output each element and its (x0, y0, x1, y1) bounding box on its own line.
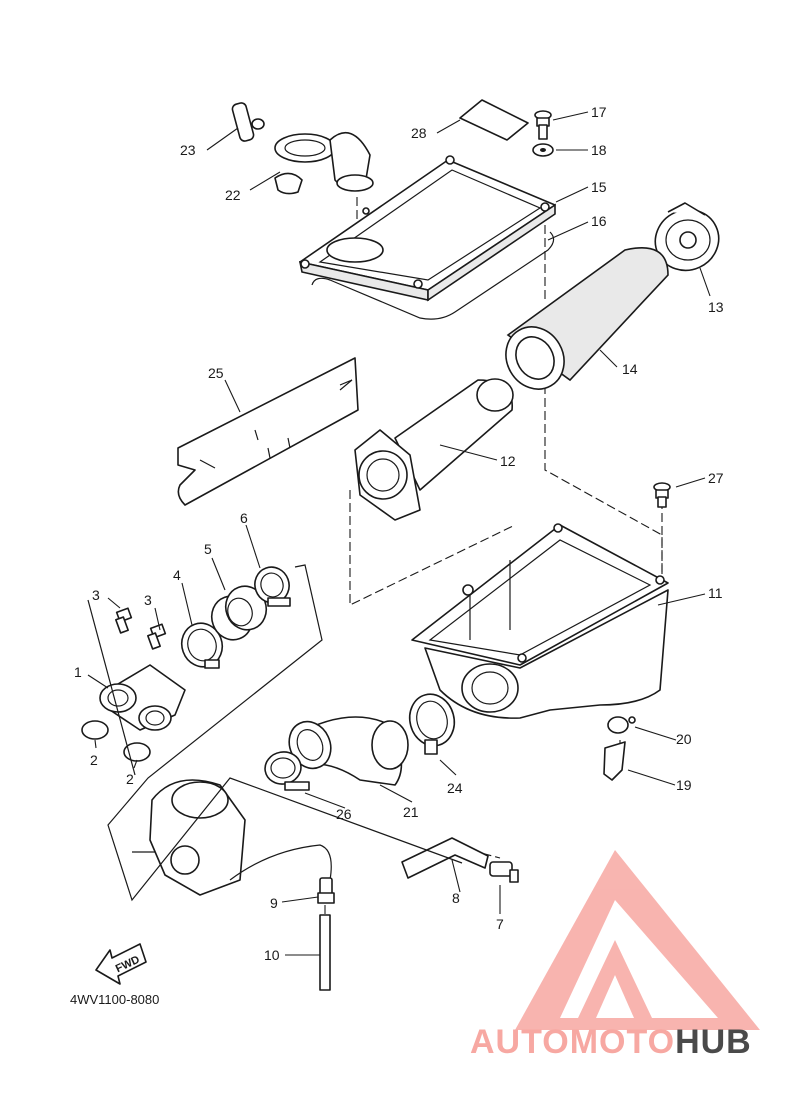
part-2-o-ring-b (123, 742, 151, 762)
assembly-outline-left (107, 564, 463, 902)
part-25-shroud-panel (177, 357, 359, 506)
part-6-hose-clamp (254, 566, 291, 607)
callout-19: 19 (676, 777, 692, 793)
callout-22: 22 (225, 187, 241, 203)
part-23-breather-fitting (231, 102, 265, 142)
part-1-intake-manifold (99, 664, 186, 731)
callout-2b: 2 (126, 771, 134, 787)
fwd-arrow: FWD (95, 943, 147, 985)
callout-18: 18 (591, 142, 607, 158)
callout-28: 28 (411, 125, 427, 141)
callout-24: 24 (447, 780, 463, 796)
callout-3b: 3 (144, 592, 152, 608)
callout-8: 8 (452, 890, 460, 906)
callout-5: 5 (204, 541, 212, 557)
watermark-logo (515, 850, 760, 1030)
part-3-bolt-a (115, 607, 133, 634)
part-20-clip (607, 716, 636, 734)
callout-25: 25 (208, 365, 224, 381)
callout-9: 9 (270, 895, 278, 911)
part-19-drain-cap (603, 741, 626, 781)
part-3-bolt-b (147, 623, 167, 650)
watermark-text-part2: HUB (675, 1023, 752, 1061)
callout-10: 10 (264, 947, 280, 963)
part-26-hose-clamp (264, 751, 310, 791)
callout-11: 11 (708, 585, 723, 601)
callout-15: 15 (591, 179, 607, 195)
carburetor (132, 779, 332, 896)
watermark-text-part1: AUTOMOTO (470, 1023, 675, 1061)
leader-lines (87, 111, 711, 956)
callout-26: 26 (336, 806, 352, 822)
part-13-element-cap (654, 202, 720, 272)
part-11-air-cleaner-case (411, 523, 669, 719)
callout-21: 21 (403, 804, 419, 820)
part-16-gasket (311, 231, 555, 320)
callout-2a: 2 (90, 752, 98, 768)
callout-7: 7 (496, 916, 504, 932)
part-code: 4WV1100-8080 (70, 992, 159, 1007)
part-17-screw (534, 110, 552, 140)
callout-23: 23 (180, 142, 196, 158)
part-9-fitting (317, 877, 335, 904)
callout-17: 17 (591, 104, 607, 120)
watermark-text: AUTOMOTOHUB (470, 1023, 752, 1061)
part-22-air-joint (274, 131, 374, 195)
callout-numbers: 23 22 28 17 18 15 16 13 14 12 27 11 25 3… (74, 104, 724, 963)
part-15-air-cleaner-cover (298, 155, 556, 302)
callout-20: 20 (676, 731, 692, 747)
part-7-plug (489, 861, 519, 883)
part-14-air-filter-element (505, 246, 669, 390)
callout-14: 14 (622, 361, 638, 377)
callout-13: 13 (708, 299, 724, 315)
callout-4: 4 (173, 567, 181, 583)
part-10-drain-pipe (319, 914, 331, 991)
callout-16: 16 (591, 213, 607, 229)
part-27-bolt (653, 482, 671, 508)
callout-12: 12 (500, 453, 516, 469)
callout-6: 6 (240, 510, 248, 526)
part-8-hose (401, 837, 489, 879)
part-4-hose-clamp (180, 622, 224, 669)
part-12-element-guide (354, 378, 514, 521)
callout-1: 1 (74, 664, 82, 680)
callout-3a: 3 (92, 587, 100, 603)
part-2-o-ring-a (81, 720, 109, 740)
callout-27: 27 (708, 470, 724, 486)
part-21-air-joint (288, 716, 409, 786)
part-24-hose-clamp (408, 693, 456, 755)
part-28-label-sticker (459, 99, 529, 141)
